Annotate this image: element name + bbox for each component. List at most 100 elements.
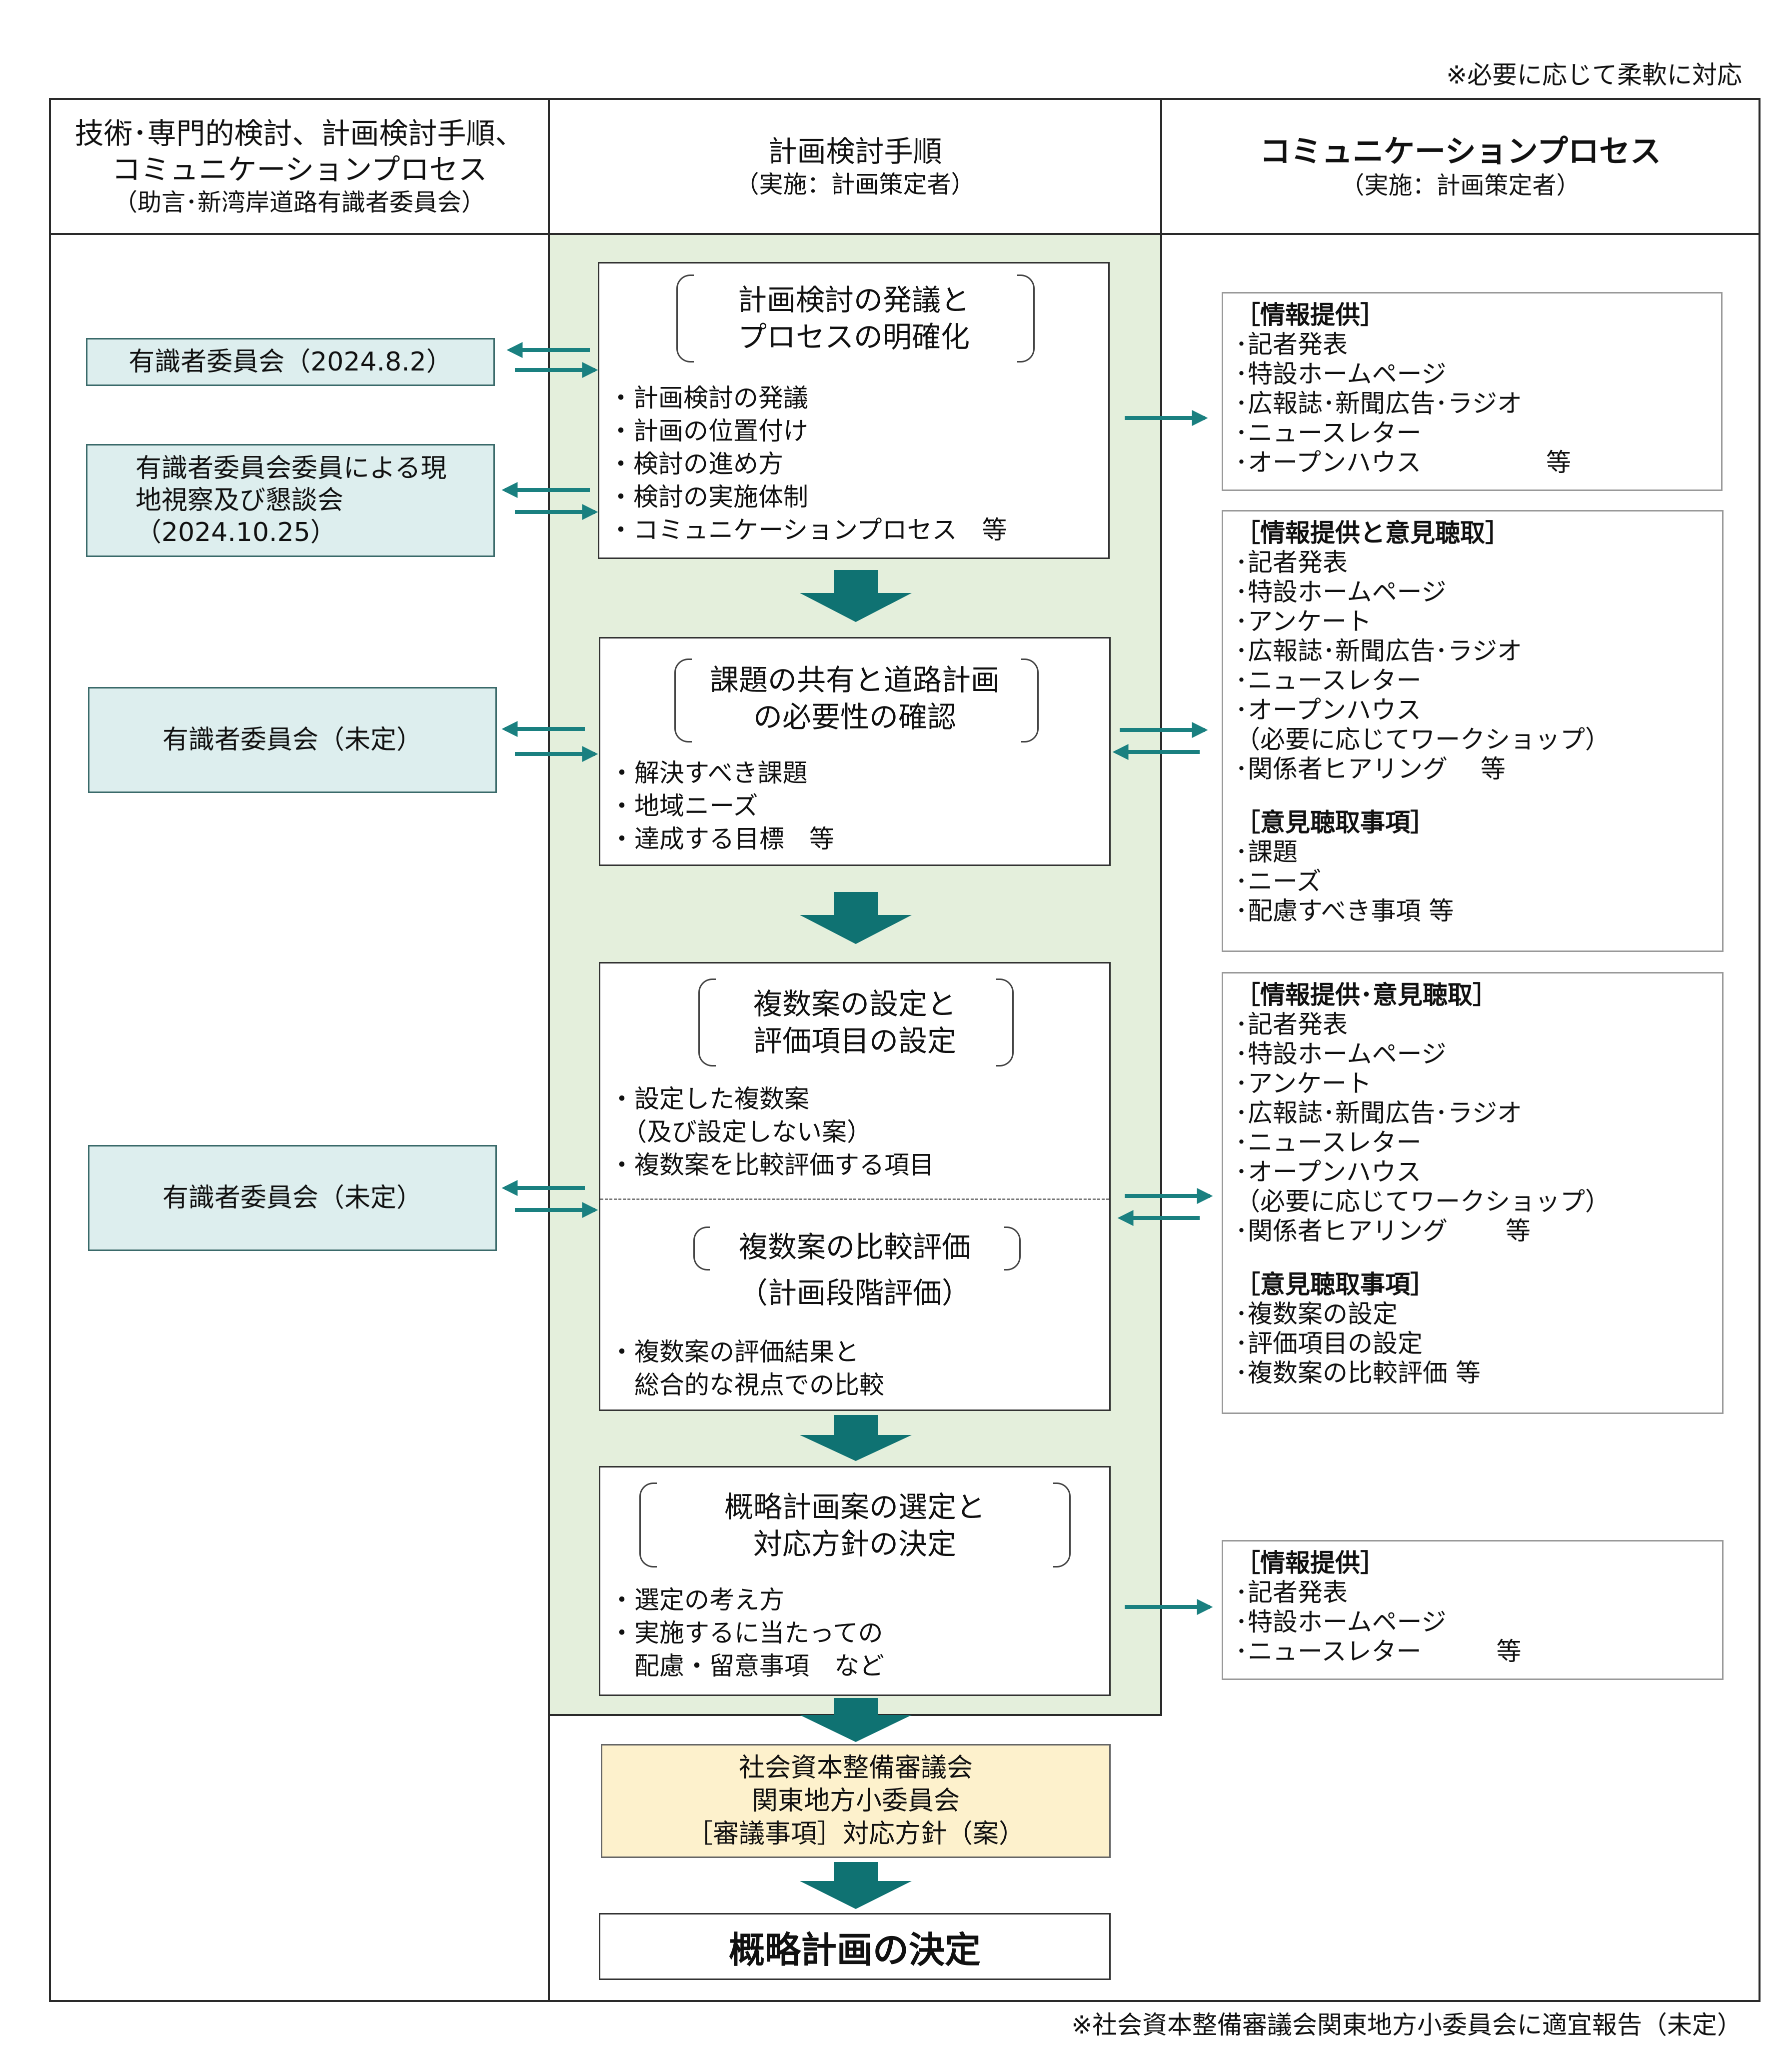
step-3-title-1: 複数案の設定と <box>753 987 956 1021</box>
comm-2-item: ･記者発表 <box>1235 548 1348 577</box>
committee-1-label: 有識者委員会（2024.8.2） <box>128 347 452 377</box>
committee-2-line2: 地視察及び懇談会 <box>135 486 344 516</box>
final-decision-box: 概略計画の決定 <box>599 1913 1111 1980</box>
comm-4-item: ･特設ホームページ <box>1235 1608 1447 1636</box>
comm-4-item: ･記者発表 <box>1235 1578 1348 1607</box>
step-1-item: ・計画検討の発議 <box>608 384 808 412</box>
step-4-item: ・選定の考え方 <box>609 1586 784 1614</box>
comm-2-item: ･オープンハウス <box>1235 696 1421 724</box>
comm-3-item: ･ニュースレター <box>1235 1128 1422 1157</box>
step-3-items: ・設定した複数案 （及び設定しない案） ・複数案を比較評価する項目 <box>609 1082 934 1182</box>
committee-4-label: 有識者委員会（未定） <box>162 1183 422 1213</box>
comm-2-item: ･特設ホームページ <box>1235 578 1447 606</box>
comm-2-item: ･配慮すべき事項 等 <box>1235 896 1454 926</box>
center-divider <box>548 1714 1162 1716</box>
comm-3-heading-2: ［意見聴取事項］ <box>1235 1270 1435 1299</box>
committee-3-label: 有識者委員会（未定） <box>162 725 422 755</box>
header-divider <box>49 233 1761 235</box>
comm-2-item: ･関係者ヒアリング 等 <box>1235 754 1506 784</box>
comm-3-item: ･記者発表 <box>1235 1010 1348 1039</box>
step-2-item: ・解決すべき課題 <box>609 758 808 788</box>
comm-3-item: ･特設ホームページ <box>1235 1040 1447 1068</box>
step-3-box: 複数案の設定と 評価項目の設定 ・設定した複数案 （及び設定しない案） ・複数案… <box>599 962 1111 1411</box>
note-top: ※必要に応じて柔軟に対応 <box>1446 60 1742 90</box>
committee-2-line3: （2024.10.25） <box>135 518 336 548</box>
comm-3-item: ･オープンハウス <box>1235 1158 1421 1186</box>
step-3-item: ・複数案の評価結果と <box>609 1338 859 1366</box>
step-1-item: ・検討の進め方 <box>608 450 783 478</box>
council-line-1: 社会資本整備審議会 <box>738 1753 973 1783</box>
note-bottom: ※社会資本整備審議会関東地方小委員会に適宜報告（未定） <box>1071 2010 1742 2040</box>
comm-4-heading: ［情報提供］ <box>1235 1548 1385 1578</box>
step-2-title-2: の必要性の確認 <box>753 700 956 734</box>
step-2-title-1: 課題の共有と道路計画 <box>709 663 1000 697</box>
comm-2-item: ･広報誌･新聞広告･ラジオ <box>1235 636 1522 666</box>
step-3-items-2: ・複数案の評価結果と 総合的な視点での比較 <box>609 1336 884 1402</box>
comm-1-heading: ［情報提供］ <box>1235 300 1385 330</box>
header-left-sub: （助言･新湾岸道路有識者委員会） <box>113 188 485 216</box>
committee-box-3: 有識者委員会（未定） <box>88 687 497 793</box>
header-center: 計画検討手順 （実施：計画策定者） <box>550 100 1160 233</box>
comm-2-heading: ［情報提供と意見聴取］ <box>1235 518 1510 548</box>
header-center-sub: （実施：計画策定者） <box>735 170 975 198</box>
comm-2-item: ･アンケート <box>1235 607 1372 636</box>
committee-box-4: 有識者委員会（未定） <box>88 1145 497 1251</box>
column-divider-left <box>548 98 550 2002</box>
step-4-items: ・選定の考え方 ・実施するに当たっての 配慮・留意事項 など <box>609 1584 884 1682</box>
step-4-item: ・実施するに当たっての <box>609 1618 883 1648</box>
comm-3-item: ･複数案の比較評価 等 <box>1235 1358 1481 1388</box>
comm-2-heading-2: ［意見聴取事項］ <box>1235 808 1435 837</box>
header-left: 技術･専門的検討、計画検討手順、 コミュニケーションプロセス （助言･新湾岸道路… <box>51 100 548 233</box>
council-line-3: ［審議事項］対応方針（案） <box>686 1819 1025 1849</box>
header-left-line2: コミュニケーションプロセス <box>111 152 487 186</box>
council-line-2: 関東地方小委員会 <box>751 1786 960 1816</box>
comm-2-item: ･ニュースレター <box>1235 666 1422 695</box>
committee-box-2: 有識者委員会委員による現 地視察及び懇談会 （2024.10.25） <box>86 444 495 557</box>
step-1-title-1: 計画検討の発議と <box>737 283 970 317</box>
step-3-item: ・複数案を比較評価する項目 <box>609 1150 934 1180</box>
step-4-title-2: 対応方針の決定 <box>753 1527 956 1561</box>
step-2-item: ・達成する目標 等 <box>609 824 834 854</box>
step-1-title-2: プロセスの明確化 <box>737 320 970 354</box>
comm-box-4: ［情報提供］ ･記者発表 ･特設ホームページ ･ニュースレター 等 <box>1222 1540 1724 1680</box>
comm-1-item: ･記者発表 <box>1235 330 1348 359</box>
comm-2-item: （必要に応じてワークショップ） <box>1235 725 1610 754</box>
comm-3-item: ･関係者ヒアリング 等 <box>1235 1216 1531 1246</box>
step-3-title-4: （計画段階評価） <box>738 1276 971 1310</box>
comm-4-item: ･ニュースレター 等 <box>1235 1637 1522 1666</box>
step-3-divider <box>600 1198 1109 1200</box>
column-divider-right <box>1160 98 1162 1715</box>
step-3-item: ・設定した複数案 <box>609 1084 809 1114</box>
comm-3-item: ･広報誌･新聞広告･ラジオ <box>1235 1098 1522 1128</box>
step-4-item: 配慮・留意事項 など <box>609 1652 884 1680</box>
header-left-line1: 技術･専門的検討、計画検討手順、 <box>74 116 524 150</box>
comm-1-item: ･オープンハウス 等 <box>1235 448 1571 477</box>
step-1-item: ・コミュニケーションプロセス 等 <box>608 516 1007 544</box>
step-2-items: ・解決すべき課題 ・地域ニーズ ・達成する目標 等 <box>609 756 834 856</box>
step-2-item: ・地域ニーズ <box>609 792 758 820</box>
step-4-box: 概略計画案の選定と 対応方針の決定 ・選定の考え方 ・実施するに当たっての 配慮… <box>599 1466 1111 1696</box>
comm-2-item: ･ニーズ <box>1235 867 1322 896</box>
committee-box-1: 有識者委員会（2024.8.2） <box>86 338 495 386</box>
header-right-sub: （実施：計画策定者） <box>1340 172 1581 200</box>
header-right-title: コミュニケーションプロセス <box>1260 133 1661 170</box>
comm-3-heading: ［情報提供･意見聴取］ <box>1235 980 1498 1010</box>
step-3-title-3: 複数案の比較評価 <box>738 1230 971 1264</box>
step-2-box: 課題の共有と道路計画 の必要性の確認 ・解決すべき課題 ・地域ニーズ ・達成する… <box>599 637 1111 866</box>
comm-box-1: ［情報提供］ ･記者発表 ･特設ホームページ ･広報誌･新聞広告･ラジオ ･ニュ… <box>1222 292 1723 491</box>
header-center-title: 計画検討手順 <box>768 134 942 168</box>
step-1-item: ・検討の実施体制 <box>608 482 808 512</box>
comm-1-item: ･特設ホームページ <box>1235 360 1447 388</box>
comm-3-item: ･複数案の設定 <box>1235 1300 1398 1328</box>
diagram-frame <box>49 98 1761 2002</box>
comm-3-item: ･アンケート <box>1235 1069 1372 1098</box>
comm-box-2: ［情報提供と意見聴取］ ･記者発表 ･特設ホームページ ･アンケート ･広報誌･… <box>1222 510 1724 952</box>
comm-1-item: ･ニュースレター <box>1235 418 1422 448</box>
step-1-box: 計画検討の発議と プロセスの明確化 ・計画検討の発議 ・計画の位置付け ・検討の… <box>598 262 1110 559</box>
step-3-item: 総合的な視点での比較 <box>609 1370 884 1400</box>
comm-3-item: ･評価項目の設定 <box>1235 1329 1423 1358</box>
step-4-title-1: 概略計画案の選定と <box>724 1490 985 1524</box>
step-3-item: （及び設定しない案） <box>609 1118 872 1146</box>
step-3-title-2: 評価項目の設定 <box>753 1024 956 1058</box>
comm-box-3: ［情報提供･意見聴取］ ･記者発表 ･特設ホームページ ･アンケート ･広報誌･… <box>1222 972 1724 1414</box>
